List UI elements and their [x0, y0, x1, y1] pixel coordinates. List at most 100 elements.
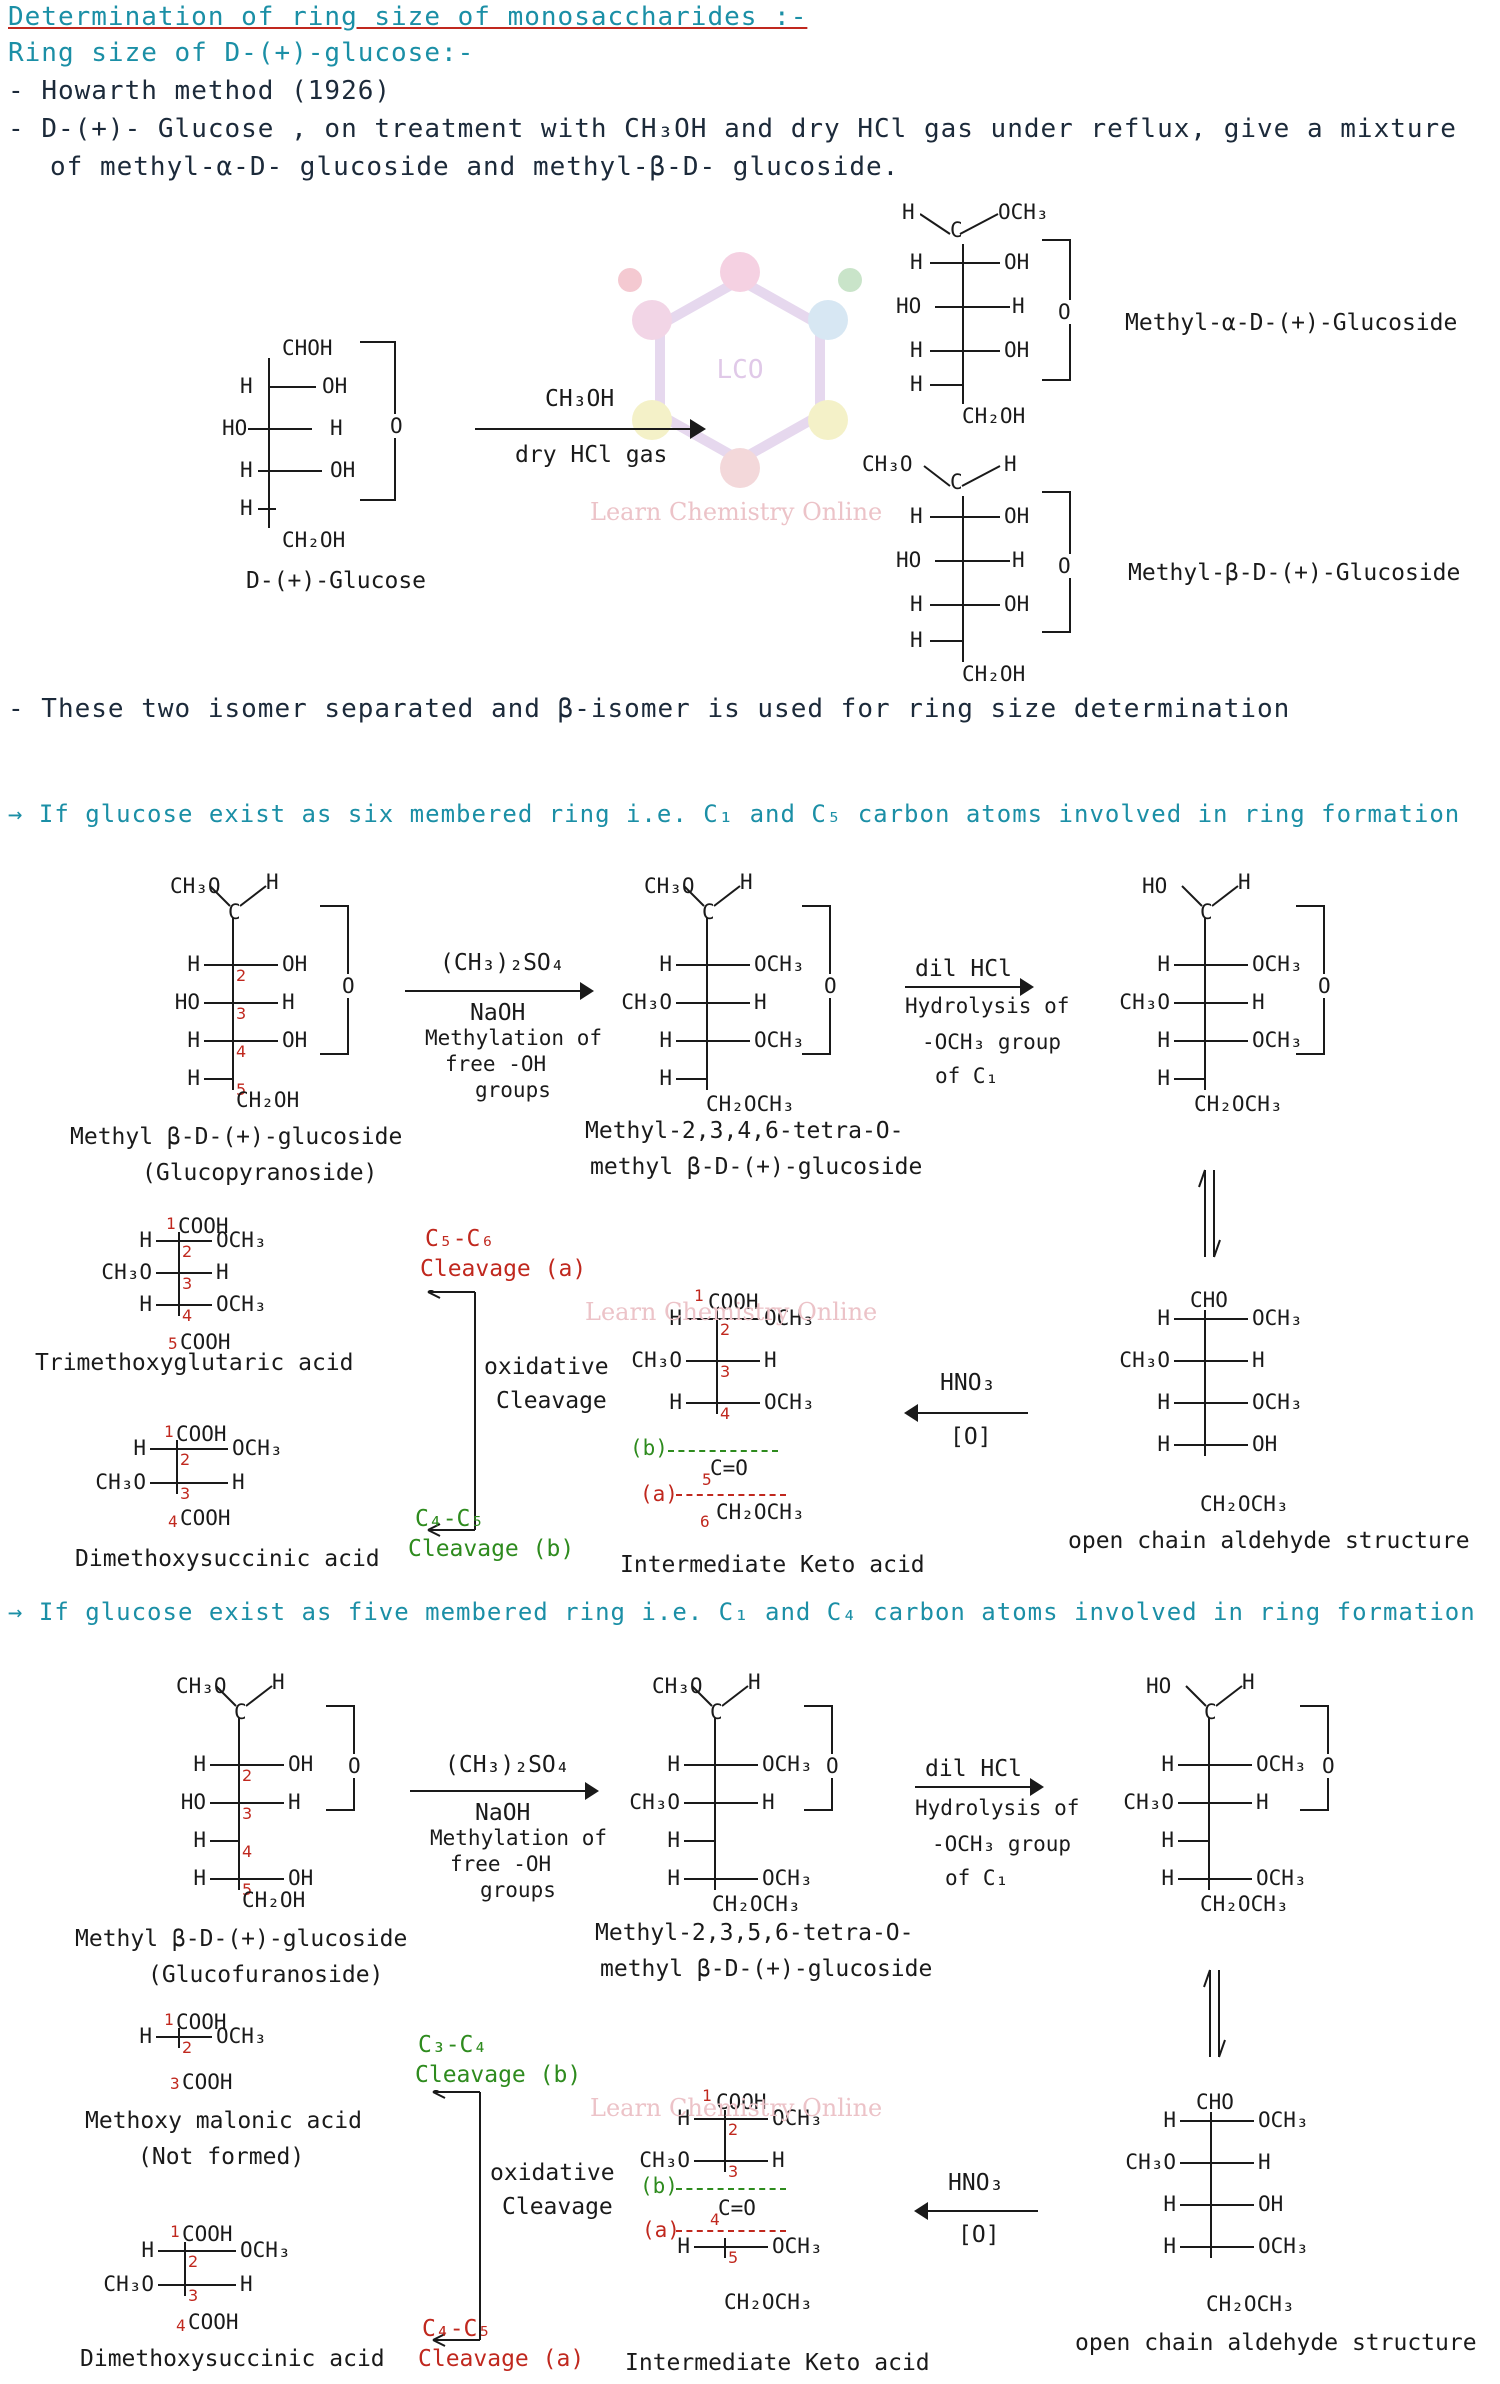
group-label: 4 — [176, 2316, 186, 2335]
substituent-right: H — [762, 1790, 775, 1814]
equilibrium-arrows-2 — [1203, 1969, 1226, 2058]
cleavage-line-a-2 — [676, 2230, 786, 2232]
fischer-bond — [684, 1802, 758, 1804]
substituent-left: H — [133, 1436, 146, 1460]
substituent-right: OCH₃ — [1258, 2234, 1309, 2258]
group-label: C — [234, 1700, 247, 1724]
substituent-left: H — [667, 1828, 680, 1852]
fischer-bond — [150, 1482, 228, 1484]
cleavage-line-b-2 — [676, 2188, 786, 2190]
fischer-bond — [694, 2160, 768, 2162]
page-title: Determination of ring size of monosaccha… — [8, 2, 808, 32]
group-label: CHO — [1190, 1288, 1228, 1312]
fischer-backbone — [706, 918, 708, 1090]
substituent-right: OCH₃ — [1256, 1752, 1307, 1776]
substituent-left: H — [669, 1390, 682, 1414]
carbon-number: 3 — [720, 1362, 731, 1381]
substituent-right: OCH₃ — [754, 1028, 805, 1052]
furanose-heading: → If glucose exist as five membered ring… — [8, 1598, 1476, 1626]
carbon-number: 3 — [236, 1004, 247, 1023]
substituent-right: OH — [1252, 1432, 1278, 1456]
substituent-left: H — [139, 1228, 152, 1252]
substituent-left: CH₃O — [1123, 1790, 1174, 1814]
cleavage-bracket-2 — [432, 2090, 481, 2347]
substituent-left: H — [1157, 1028, 1170, 1052]
carbon-number: 3 — [182, 1274, 193, 1293]
group-label: H — [266, 870, 279, 894]
group-label: CH₃O — [644, 874, 695, 898]
tetramethyl-label-4: methyl β-D-(+)-glucoside — [600, 1956, 933, 1982]
group-label: (b) — [630, 1436, 668, 1460]
substituent-left: H — [667, 1866, 680, 1890]
group-label: COOH — [182, 2070, 233, 2094]
substituent-left: H — [1161, 1752, 1174, 1776]
group-label: CH₂OCH₃ — [1200, 1492, 1289, 1516]
keto-acid-label-1: Intermediate Keto acid — [620, 1552, 925, 1578]
group-label: H — [272, 1670, 285, 1694]
group-label: 1 — [702, 2086, 712, 2105]
fischer-bond — [1178, 1878, 1252, 1880]
fischer-backbone — [1204, 918, 1206, 1090]
substituent-left: H — [1157, 1432, 1170, 1456]
substituent-left: H — [1157, 952, 1170, 976]
fischer-backbone — [1210, 2112, 1212, 2258]
fischer-bond — [684, 1840, 714, 1842]
fischer-bond — [686, 1318, 760, 1320]
fischer-bond — [1180, 2162, 1254, 2164]
fischer-backbone — [716, 1310, 718, 1414]
substituent-left: CH₃O — [1119, 990, 1170, 1014]
group-label: 4 — [168, 1512, 178, 1531]
reagent-dms-2: (CH₃)₂SO₄ — [445, 1752, 570, 1778]
substituent-left: H — [139, 2024, 152, 2048]
substituent-right: H — [288, 1790, 301, 1814]
substituent-right: OCH₃ — [1258, 2108, 1309, 2132]
group-label: H — [740, 870, 753, 894]
fischer-bond — [1180, 2246, 1254, 2248]
fischer-backbone — [724, 2110, 726, 2172]
substituent-right: OCH₃ — [1252, 1390, 1303, 1414]
fischer-bond — [210, 1878, 284, 1880]
substituent-right: OCH₃ — [772, 2106, 823, 2130]
fischer-bond — [694, 2118, 768, 2120]
tetramethyl-label-2: methyl β-D-(+)-glucoside — [590, 1154, 923, 1180]
fischer-backbone — [232, 918, 234, 1090]
substituent-left: H — [187, 1028, 200, 1052]
tetramethyl-label-3: Methyl-2,3,5,6-tetra-O- — [595, 1920, 914, 1946]
substituent-left: H — [659, 1028, 672, 1052]
anomeric-bonds — [1181, 885, 1239, 907]
bullet-treatment-cont: of methyl-α-D- glucoside and methyl-β-D-… — [50, 152, 900, 182]
group-label: CH₂OH — [242, 1888, 306, 1912]
group-label: O — [342, 974, 355, 998]
fischer-bond — [686, 1360, 760, 1362]
open-chain-label-1: open chain aldehyde structure — [1068, 1528, 1470, 1554]
substituent-left: CH₃O — [95, 1470, 146, 1494]
anomeric-bonds — [683, 885, 741, 907]
substituent-right: OCH₃ — [216, 1292, 267, 1316]
group-label: H — [1242, 1670, 1255, 1694]
group-label: CH₂OCH₃ — [716, 1500, 805, 1524]
anomeric-bonds — [215, 1685, 273, 1707]
substituent-right: OCH₃ — [1252, 1306, 1303, 1330]
pyranoside-label-2: (Glucopyranoside) — [142, 1160, 378, 1186]
fischer-bond — [1174, 1402, 1248, 1404]
group-label: COOH — [188, 2310, 239, 2334]
substituent-right: OCH₃ — [216, 1228, 267, 1252]
substituent-left: H — [667, 1752, 680, 1776]
group-label: C — [1200, 900, 1213, 924]
dimethoxysuccinic-label-1: Dimethoxysuccinic acid — [75, 1546, 380, 1572]
carbon-number: 4 — [242, 1842, 253, 1861]
watermark-logo: LCO — [618, 252, 862, 488]
group-label: 6 — [700, 1512, 710, 1531]
hno3-1: HNO₃ — [940, 1370, 996, 1396]
group-label: O — [1322, 1754, 1335, 1778]
anomeric-bonds — [209, 885, 267, 907]
substituent-right: OCH₃ — [762, 1866, 813, 1890]
group-label: COOH — [180, 1330, 231, 1354]
group-label: (b) — [640, 2174, 678, 2198]
group-label: O — [824, 974, 837, 998]
group-label: C — [1204, 1700, 1217, 1724]
group-label: CH₂OCH₃ — [1194, 1092, 1283, 1116]
substituent-right: H — [1252, 990, 1265, 1014]
group-label: 1 — [164, 2010, 174, 2029]
substituent-left: CH₃O — [1119, 1348, 1170, 1372]
